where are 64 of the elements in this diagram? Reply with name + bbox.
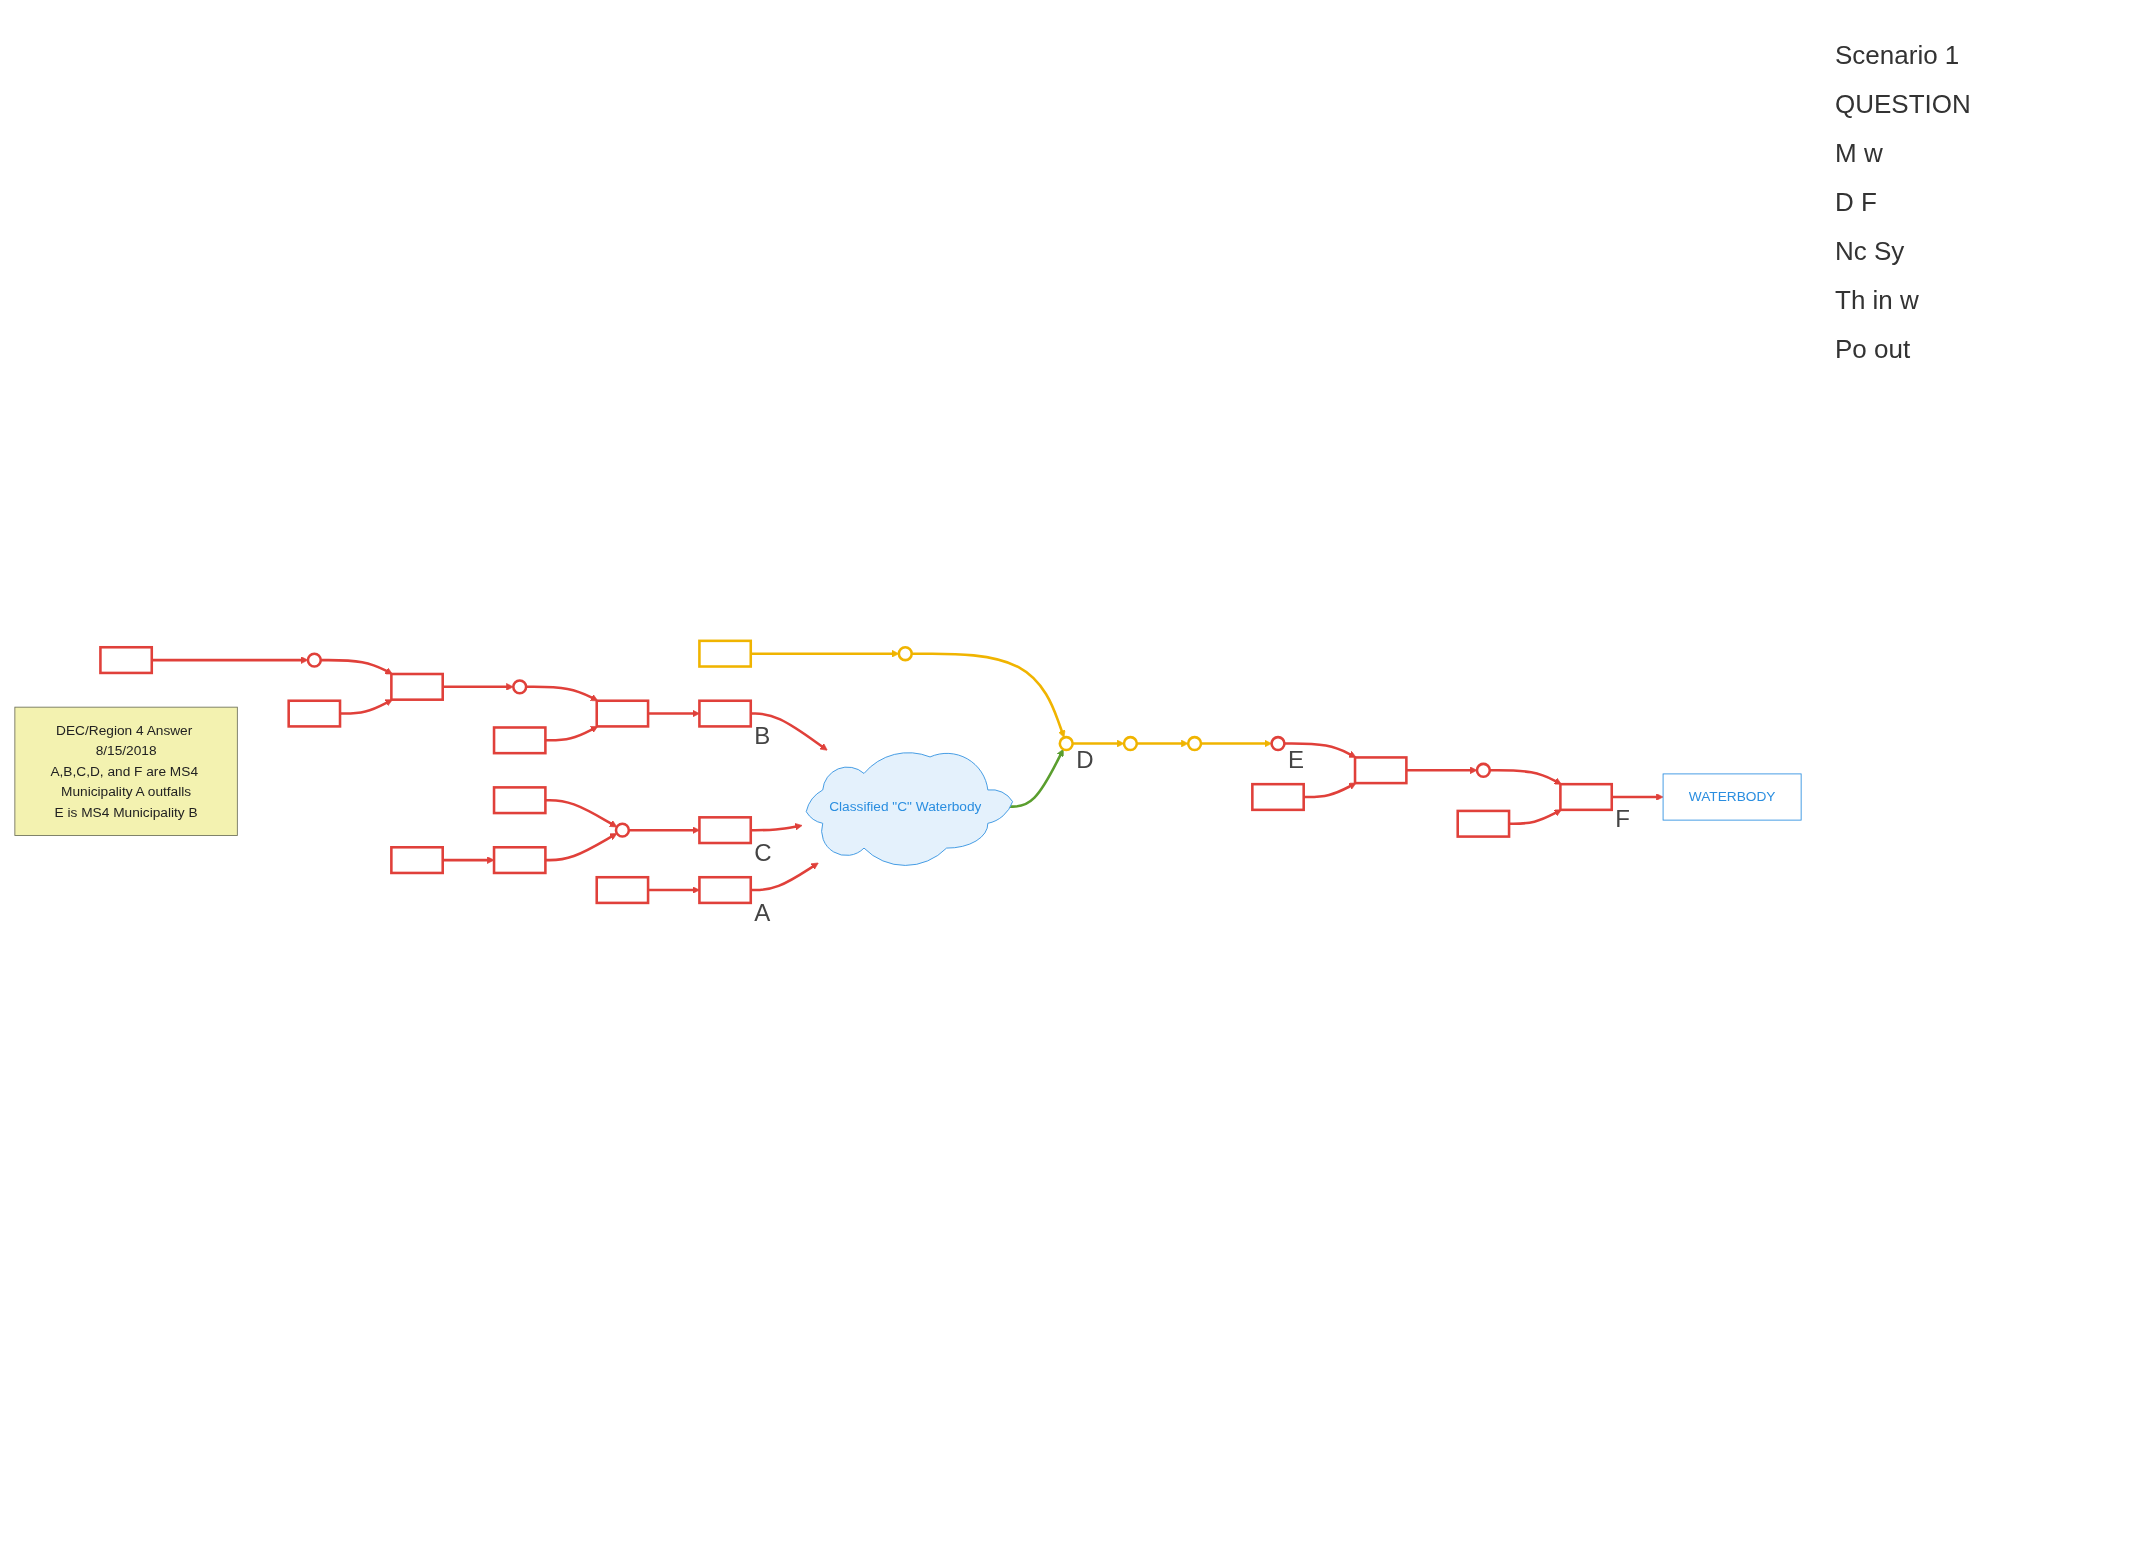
node-box — [697, 699, 752, 728]
node-box — [1353, 755, 1408, 784]
node-circle — [897, 645, 913, 661]
node-box — [697, 875, 752, 904]
node-box — [1455, 809, 1510, 838]
outfall-letter: C — [754, 838, 772, 867]
node-box — [697, 815, 752, 844]
arrow — [1611, 792, 1663, 801]
node-circle — [1475, 762, 1491, 778]
node-box — [1250, 782, 1305, 811]
arrow — [525, 685, 598, 701]
note-text: Th in w — [1835, 285, 1920, 316]
note-text: Po out — [1835, 334, 1912, 365]
note-text: M w — [1835, 138, 1884, 169]
node-box — [286, 699, 341, 728]
node-circle — [1122, 735, 1138, 751]
outfall-letter: F — [1615, 805, 1630, 834]
outfall-letter: B — [754, 722, 771, 751]
arrow — [1200, 739, 1272, 747]
arrow — [1489, 768, 1562, 785]
node-circle — [1058, 735, 1074, 751]
node-box — [492, 785, 547, 814]
arrow — [750, 649, 899, 658]
node-box — [1558, 782, 1613, 811]
outfall-letter: E — [1287, 745, 1304, 774]
node-box — [492, 725, 547, 755]
node-box: WATERBODY — [1662, 773, 1802, 821]
outfall-letter: D — [1076, 745, 1094, 774]
arrow — [320, 658, 393, 674]
node-circle — [614, 822, 630, 838]
node-circle — [306, 652, 322, 668]
arrow — [544, 725, 598, 742]
node-box — [98, 645, 153, 674]
arrow — [750, 862, 819, 891]
arrow — [151, 655, 308, 664]
node-circle — [511, 678, 527, 695]
arrow — [544, 832, 617, 862]
arrow — [1283, 741, 1356, 758]
arrow — [911, 652, 1065, 738]
node-circle — [1186, 735, 1202, 751]
arrow — [1072, 739, 1124, 747]
arrow — [750, 711, 828, 751]
arrow — [442, 682, 514, 691]
arrow — [544, 798, 617, 827]
arrow — [1405, 766, 1477, 774]
arrow — [1303, 782, 1356, 798]
arrow — [339, 698, 393, 715]
node-box: DEC/Region 4 Answer 8/15/2018 A,B,C,D, and F are MS4 Municipality A outfalls E is MS4 Municipality B — [13, 706, 238, 836]
arrow — [1136, 739, 1188, 747]
arrow — [1508, 809, 1562, 825]
note-text: QUESTION — [1835, 89, 1972, 120]
node-circle — [1269, 735, 1286, 751]
note-text: Scenario 1 — [1835, 40, 1961, 71]
node-box — [492, 845, 547, 874]
node-box — [594, 875, 649, 904]
node-box — [389, 672, 444, 701]
node-box — [697, 639, 752, 668]
arrow — [442, 856, 494, 864]
note-text: D F — [1835, 187, 1878, 218]
arrow — [750, 822, 802, 832]
note-text: Nc Sy — [1835, 236, 1906, 267]
node-box — [389, 845, 444, 874]
node-box — [594, 699, 649, 728]
outfall-letter: A — [754, 898, 771, 927]
